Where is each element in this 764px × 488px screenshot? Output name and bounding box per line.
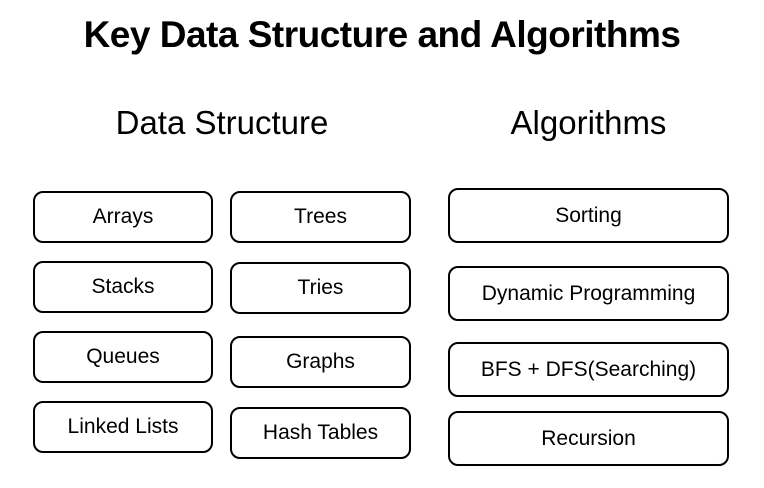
node-stacks: Stacks (33, 261, 213, 313)
data-structure-column-1: Arrays Stacks Queues Linked Lists (33, 191, 213, 471)
node-trees: Trees (230, 191, 411, 243)
node-queues: Queues (33, 331, 213, 383)
section-header-data-structure: Data Structure (115, 104, 329, 141)
node-recursion: Recursion (448, 411, 729, 466)
node-linked-lists: Linked Lists (33, 401, 213, 453)
node-sorting: Sorting (448, 188, 729, 243)
data-structure-column-2: Trees Tries Graphs Hash Tables (230, 191, 411, 459)
page-title: Key Data Structure and Algorithms (83, 14, 681, 55)
node-bfs-dfs-searching: BFS + DFS(Searching) (448, 342, 729, 397)
section-header-algorithms: Algorithms (510, 104, 667, 141)
node-hash-tables: Hash Tables (230, 407, 411, 459)
node-dynamic-programming: Dynamic Programming (448, 266, 729, 321)
algorithms-column: Sorting Dynamic Programming BFS + DFS(Se… (448, 188, 729, 466)
node-tries: Tries (230, 262, 411, 314)
node-graphs: Graphs (230, 336, 411, 388)
node-arrays: Arrays (33, 191, 213, 243)
